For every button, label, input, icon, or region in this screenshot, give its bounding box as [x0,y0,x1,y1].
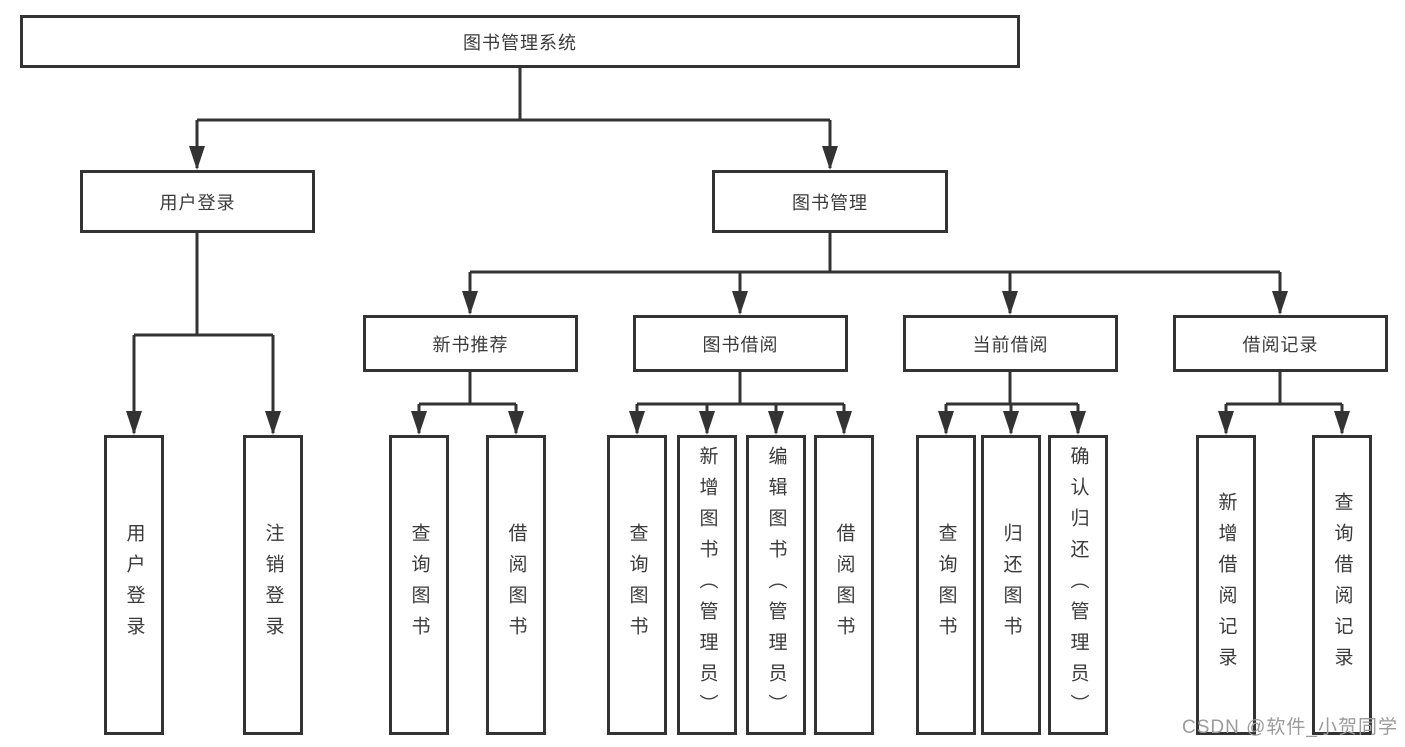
node-label: 图书管理 [792,192,868,213]
leaf-label: 归还图书 [1000,523,1022,647]
leaf-records-add-record: 新增借阅记录 [1196,435,1256,735]
node-label: 图书借阅 [702,334,779,355]
leaf-current-query-books: 查询图书 [916,435,976,735]
leaf-logout: 注销登录 [243,435,303,735]
node-borrowing-records: 借阅记录 [1173,315,1388,372]
node-label: 借阅记录 [1242,334,1319,355]
leaf-label: 借阅图书 [505,523,527,647]
leaf-recommend-borrow-books: 借阅图书 [486,435,546,735]
leaf-borrowing-edit-books-admin: 编辑图书（管理员） [746,435,806,735]
node-label: 当前借阅 [972,334,1049,355]
leaf-label: 注销登录 [262,523,284,647]
leaf-label: 查询借阅记录 [1331,492,1353,678]
leaf-label: 编辑图书（管理员） [765,445,787,725]
leaf-current-confirm-return-admin: 确认归还（管理员） [1048,435,1108,735]
node-label: 新书推荐 [432,334,509,355]
leaf-user-login: 用户登录 [104,435,164,735]
leaf-borrowing-add-books-admin: 新增图书（管理员） [677,435,737,735]
node-label: 图书管理系统 [463,32,577,53]
leaf-label: 新增借阅记录 [1215,492,1237,678]
node-current-borrowing: 当前借阅 [903,315,1118,372]
leaf-records-query-record: 查询借阅记录 [1312,435,1372,735]
arrowheads [126,146,1350,435]
watermark: CSDN @软件_小贺同学 [1182,717,1398,738]
node-book-management: 图书管理 [712,170,948,233]
leaf-borrowing-query-books: 查询图书 [607,435,667,735]
node-book-management-system: 图书管理系统 [20,15,1020,68]
leaf-label: 查询图书 [935,523,957,647]
leaf-current-return-books: 归还图书 [981,435,1041,735]
leaf-label: 查询图书 [626,523,648,647]
node-label: 用户登录 [159,192,236,213]
leaf-label: 新增图书（管理员） [696,445,718,725]
leaf-label: 用户登录 [123,523,145,647]
node-new-book-recommendation: 新书推荐 [363,315,578,372]
leaf-recommend-query-books: 查询图书 [389,435,449,735]
leaf-label: 借阅图书 [833,523,855,647]
node-user-login: 用户登录 [80,170,315,233]
node-book-borrowing: 图书借阅 [633,315,848,372]
leaf-borrowing-borrow-books: 借阅图书 [814,435,874,735]
leaf-label: 查询图书 [408,523,430,647]
leaf-label: 确认归还（管理员） [1067,445,1089,725]
